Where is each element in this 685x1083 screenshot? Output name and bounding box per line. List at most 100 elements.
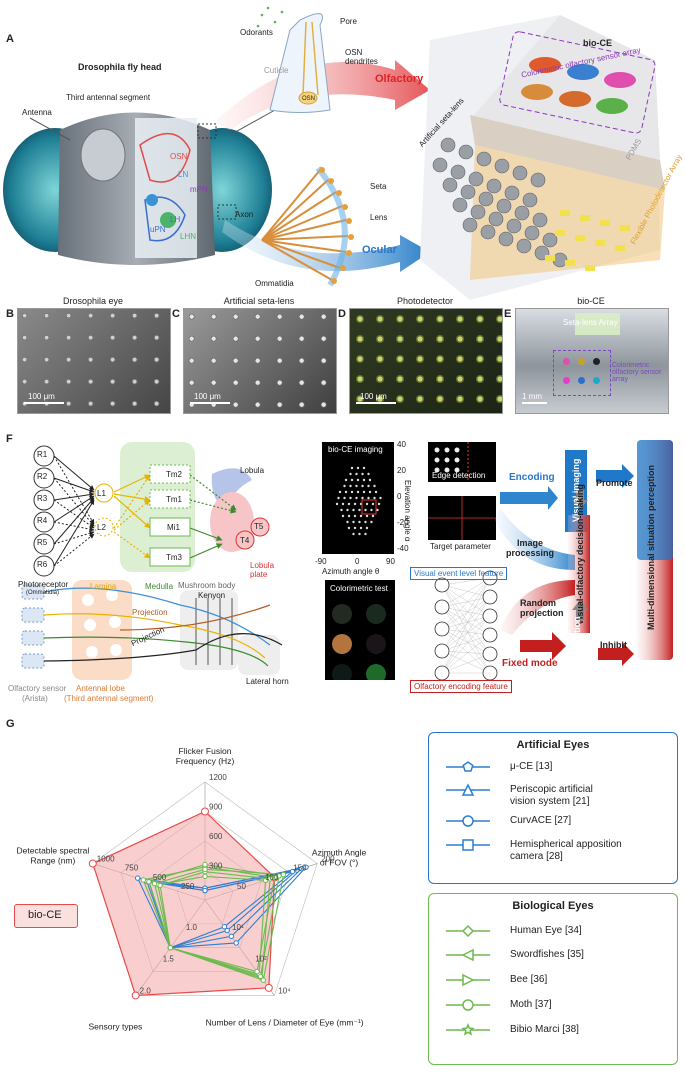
radar-point (276, 873, 282, 879)
panel-a-graphic (3, 6, 665, 300)
azimuth-label: Azimuth angle θ (322, 567, 380, 576)
r5-label: R5 (37, 538, 48, 547)
tm2-label: Tm2 (166, 470, 182, 479)
radar-tick-label: 900 (209, 803, 223, 812)
nn-link (441, 650, 491, 674)
imaging-dot (362, 466, 366, 470)
imaging-dot (364, 532, 367, 536)
legend-marker (461, 948, 474, 962)
visual-feature-box: Visual event level feature (410, 567, 508, 580)
nn-link (441, 584, 491, 617)
imaging-dot (368, 490, 372, 494)
radar-tick-label: 100 (265, 873, 279, 882)
medulla-label: Medulla (145, 582, 174, 591)
cuticle-label: Cuticle (264, 66, 289, 75)
edge-detection-label: Edge detection (432, 471, 486, 480)
imaging-dot (365, 526, 369, 530)
radar-tick-label: 250 (181, 882, 195, 891)
bioce-sensor-label: Colorimetric olfactory sensor array (612, 362, 662, 383)
radar-point (146, 879, 152, 885)
imaging-dot (377, 502, 381, 506)
radar-point (303, 864, 309, 870)
ommatidia-label: Ommatidia (255, 279, 294, 288)
panel-label-b: B (6, 308, 14, 320)
radar-point (280, 871, 287, 878)
olfactory-feature-box: Olfactory encoding feature (410, 680, 512, 693)
y-tick-20: 20 (397, 466, 406, 475)
nn-link (441, 584, 491, 598)
nn-link (441, 584, 491, 674)
lamina-node-l1 (94, 483, 114, 503)
legend-marker (461, 924, 475, 938)
l2-label: L2 (97, 523, 106, 532)
nn-link (441, 606, 491, 674)
imaging-dot (361, 484, 364, 488)
radar-tick-label: 10¹ (232, 923, 244, 932)
y-tick-neg40: -40 (397, 544, 409, 553)
radar-point (254, 968, 260, 975)
artificial-legend-title: Artificial Eyes (516, 739, 590, 751)
legend-marker (462, 839, 474, 851)
nn-link (441, 615, 491, 674)
inhibit-label: Inhibit (600, 640, 627, 650)
ommatidia-f-label: (Ommatidia) (26, 590, 60, 596)
radar-tick-label: 1.5 (163, 955, 175, 964)
lamina-label: Lamina (90, 582, 117, 591)
photoreceptor-node (33, 489, 55, 511)
imaging-dot (379, 496, 382, 500)
nn-node (482, 608, 498, 624)
y-tick-neg20: -20 (397, 518, 409, 527)
imaging-dot (346, 520, 349, 524)
nn-link (441, 615, 491, 652)
bioce-device-title: bio-CE (583, 38, 612, 48)
osn-label: OSN (170, 152, 188, 161)
r4-label: R4 (37, 516, 48, 525)
r3-label: R3 (37, 494, 48, 503)
decision-label: Visual-olfactory decision-making (575, 484, 585, 625)
radar-point (140, 877, 146, 883)
legend-markers (446, 761, 490, 1036)
y-tick-0: 0 (397, 492, 402, 501)
third-segment-f-label: (Third antennal segment) (64, 694, 154, 703)
artificial-eyes-legend: Artificial Eyes (428, 732, 678, 884)
nn-link (441, 615, 491, 630)
nn-node (434, 621, 450, 637)
legend-marker (462, 999, 474, 1011)
encoding-label: Encoding (509, 472, 555, 483)
olfactory-sensor-label: Olfactory sensor (8, 684, 67, 693)
radar-tick-label: 600 (209, 832, 223, 841)
imaging-dot (349, 472, 352, 476)
imaging-dot (376, 508, 379, 512)
imaging-dot (359, 526, 363, 530)
photo-photodetector (349, 308, 503, 414)
radar-point (257, 973, 264, 980)
radar-axis-name: Frequency (Hz) (176, 756, 235, 766)
medulla-node (149, 547, 191, 567)
nn-link (441, 606, 491, 636)
photoreceptor-label: Photoreceptor (18, 580, 69, 589)
ln-label: LN (178, 170, 189, 179)
bioce-badge-text: bio-CE (28, 909, 62, 921)
nn-link (441, 653, 491, 674)
tm1-label: Tm1 (166, 495, 182, 504)
bioce-sensor-box (553, 350, 611, 396)
imaging-dot (344, 478, 348, 482)
mushroom-label: Mushroom body (178, 581, 236, 590)
bioce-badge (14, 904, 78, 928)
imaging-dot (343, 484, 346, 488)
scalebar-c-label: 100 μm (194, 392, 221, 401)
photo-e-title: bio-CE (577, 296, 605, 306)
radar-point (228, 933, 235, 939)
imaging-dot (337, 496, 340, 500)
panel-label-a: A (6, 33, 14, 45)
gas-recognition-label: Gas recognition (572, 616, 582, 685)
radar-chart: 30060090012005010015020010¹10²10⁴1.01.52… (17, 746, 367, 1032)
nn-link (441, 628, 491, 655)
radar-grid-ring (92, 781, 318, 996)
imaging-dot (371, 502, 375, 506)
nn-link (441, 596, 491, 608)
imaging-dot (352, 520, 355, 524)
panel-label-f: F (6, 433, 13, 445)
bioce-dot-1 (563, 358, 570, 365)
r6-label: R6 (37, 560, 48, 569)
